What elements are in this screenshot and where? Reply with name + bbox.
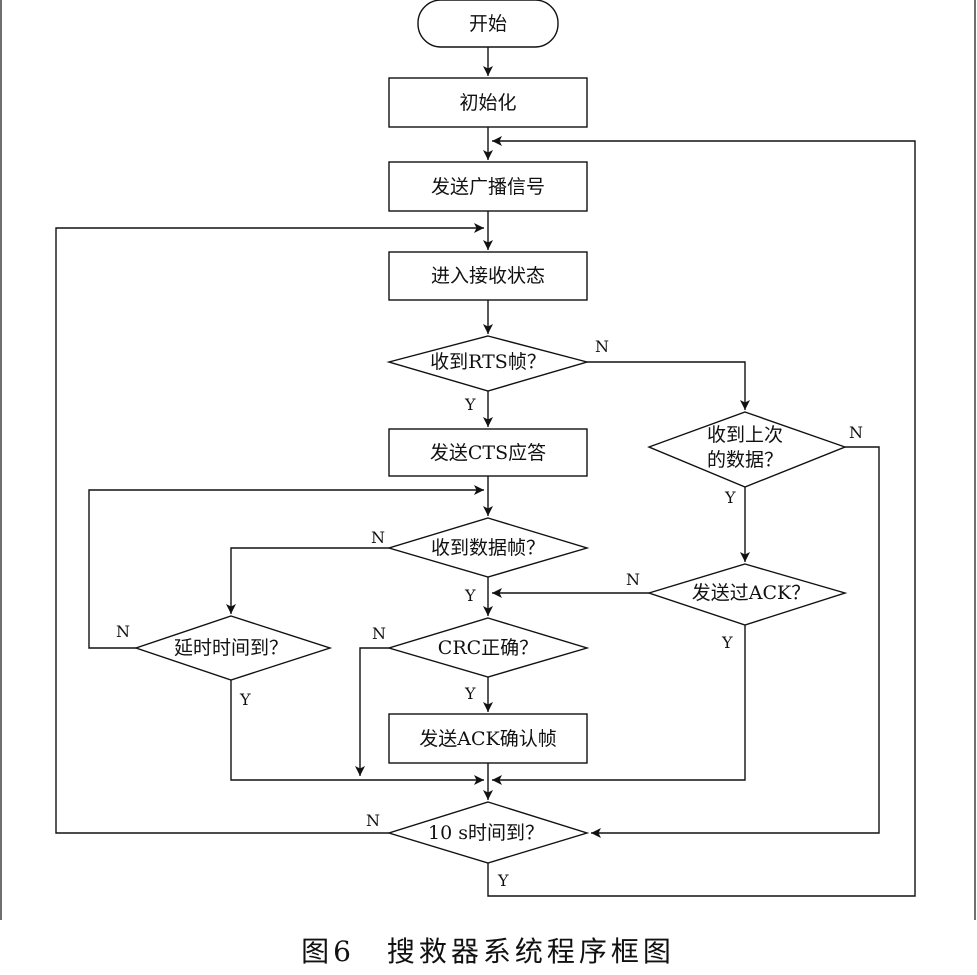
start-node: 开始	[417, 0, 559, 48]
figure-caption: 图6 搜救器系统程序框图	[301, 935, 675, 968]
send-broadcast-label: 发送广播信号	[431, 176, 545, 198]
data-yes-label: Y	[464, 586, 476, 605]
init-box-label: 初始化	[459, 92, 516, 114]
last-no-label: N	[849, 423, 863, 442]
send-cts-box: 发送CTS应答	[388, 428, 588, 477]
crc-no-label: N	[372, 624, 386, 643]
rts-decision-label: 收到RTS帧？	[430, 351, 546, 373]
delay-timeout-decision: 延时时间到？	[133, 615, 333, 681]
send-ack-box: 发送ACK确认帧	[388, 713, 588, 764]
data-frame-label: 收到数据帧？	[431, 537, 545, 559]
edge-t10-yes	[487, 136, 916, 897]
start-node-label: 开始	[469, 13, 507, 35]
send-ack-label: 发送ACK确认帧	[419, 728, 556, 750]
rts-decision: 收到RTS帧？	[386, 335, 590, 392]
edge-crc-no	[355, 647, 389, 776]
edge-rts-no	[587, 361, 750, 410]
ack-no-label: N	[626, 570, 640, 589]
timeout-10s-label: 10 s时间到？	[428, 822, 544, 844]
edge-t10-no	[55, 223, 484, 834]
rts-yes-label: Y	[464, 395, 476, 414]
crc-decision: CRC正确？	[386, 617, 590, 678]
last-yes-label: Y	[724, 488, 736, 507]
last-data-label-line2: 的数据？	[707, 449, 783, 471]
enter-receive-box: 进入接收状态	[388, 251, 588, 301]
data-no-label: N	[371, 528, 385, 547]
last-data-label-line1: 收到上次	[707, 424, 783, 446]
t10-no-label: N	[366, 811, 380, 830]
enter-receive-label: 进入接收状态	[431, 265, 545, 287]
rts-no-label: N	[595, 337, 609, 356]
edge-last-no	[591, 446, 880, 838]
edge-delay-no	[88, 485, 484, 649]
init-box: 初始化	[388, 77, 588, 128]
last-data-decision: 收到上次 的数据？	[647, 411, 847, 488]
delay-yes-label: Y	[239, 690, 251, 709]
ack-yes-label: Y	[721, 633, 733, 652]
delay-timeout-label: 延时时间到？	[174, 637, 288, 659]
delay-no-label: N	[116, 622, 130, 641]
ack-sent-label: 发送过ACK？	[692, 582, 810, 604]
data-frame-decision: 收到数据帧？	[386, 517, 590, 578]
send-cts-label: 发送CTS应答	[430, 442, 546, 464]
send-broadcast-box: 发送广播信号	[388, 161, 588, 212]
edge-ack-yes	[492, 625, 746, 785]
crc-label: CRC正确？	[438, 637, 538, 659]
edge-data-no	[226, 547, 389, 614]
ack-sent-decision: 发送过ACK？	[646, 563, 848, 626]
edge-delay-yes	[230, 680, 484, 785]
t10-yes-label: Y	[497, 871, 509, 890]
crc-yes-label: Y	[464, 684, 476, 703]
timeout-10s-decision: 10 s时间到？	[386, 801, 590, 864]
